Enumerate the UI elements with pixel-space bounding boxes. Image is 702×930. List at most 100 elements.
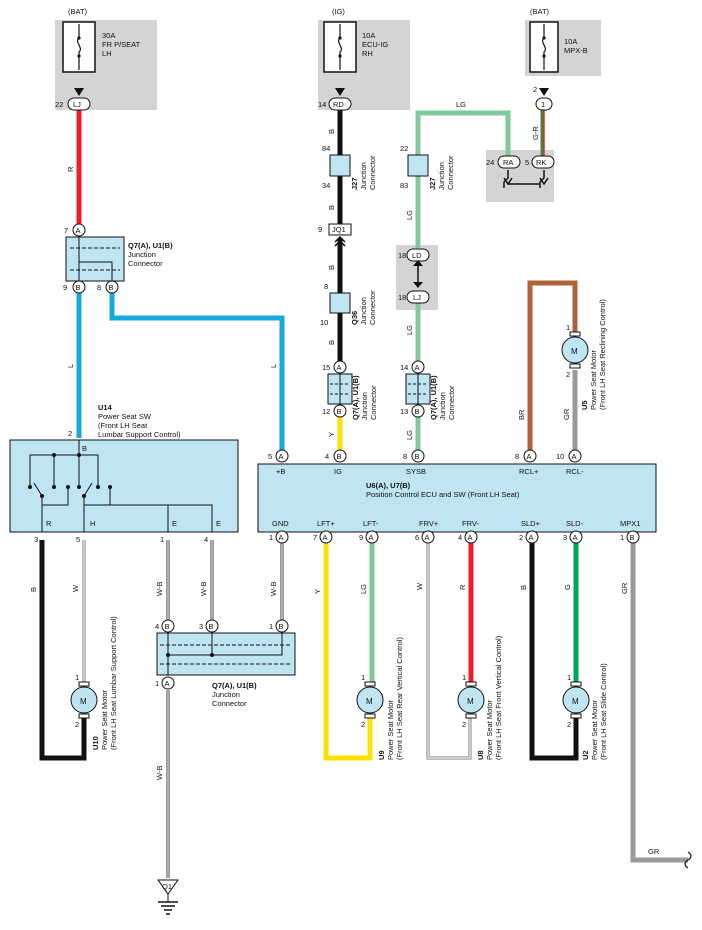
fuse-source: (IG) [332,7,345,16]
motor-description: (Front LH Seat Lumbar Support Control) [109,616,118,750]
svg-text:A: A [572,452,577,461]
motor-description: (Front LH Seat Front Vertical Control) [494,635,503,760]
svg-text:U14: U14 [98,403,113,412]
svg-text:A: A [337,363,342,372]
svg-text:B: B [415,452,420,461]
motor-name: Power Seat Motor [590,699,599,760]
motor-name: Power Seat Motor [485,699,494,760]
svg-text:LG: LG [359,584,368,594]
q7-top-connector: A 7 B 9 B 8 Q7(A), U1(B) Junction Connec… [63,223,173,294]
svg-text:2: 2 [519,533,523,542]
svg-text:4: 4 [325,452,329,461]
svg-text:GR: GR [648,847,660,856]
tag-rk: RK [536,158,546,167]
svg-text:G: G [563,584,572,590]
svg-text:FRV-: FRV- [462,519,479,528]
svg-text:10: 10 [320,318,328,327]
ecu-bottom-pins: GND LFT+ LFT- FRV+ FRV- SLD+ SLD- MPX1 A… [269,519,640,544]
svg-text:B: B [279,622,284,631]
svg-text:Q7(A), U1(B): Q7(A), U1(B) [128,241,173,250]
svg-text:B: B [82,444,87,453]
pin-5: 5 [525,158,529,167]
svg-text:7: 7 [64,226,68,235]
svg-text:Lumbar Support Control): Lumbar Support Control) [98,430,181,439]
tag-lj: LJ [73,100,81,109]
svg-text:1: 1 [269,622,273,631]
ld-lj-connector: LD 18 LJ 18 [398,248,430,304]
svg-text:4: 4 [155,622,159,631]
svg-text:2: 2 [68,429,72,438]
fuse-name: FR P/SEAT [102,40,141,49]
svg-text:A: A [323,533,328,542]
motor-id: U8 [476,750,485,760]
pin-22: 22 [55,100,63,109]
tag-ra: RA [503,158,513,167]
svg-text:1: 1 [269,533,273,542]
motor-name: Power Seat Motor [100,689,109,750]
svg-text:B: B [519,585,528,590]
fuse-amp: 10A [564,37,577,46]
svg-text:Connector: Connector [368,155,377,190]
svg-text:E: E [172,519,177,528]
motor-name: Power Seat Motor [589,349,598,410]
svg-text:Junction: Junction [438,392,447,420]
svg-text:LG: LG [456,100,466,109]
motor-pin-1: 1 [566,323,570,332]
fuse-block-ecu-ig: (IG) 10A ECU-IG RH [318,7,410,110]
svg-text:1: 1 [620,533,624,542]
motor-symbol: M [572,697,579,706]
svg-text:Connector: Connector [447,385,456,420]
wire-blue-plusb [109,292,285,452]
motor-pin-2: 2 [361,720,365,729]
svg-text:Junction: Junction [360,392,369,420]
wire-lg [415,110,511,160]
svg-text:A: A [573,533,578,542]
motor-pin-2: 2 [75,720,79,729]
fuse-block-mpx-b: (BAT) 10A MPX-B [525,7,601,76]
svg-text:15: 15 [322,363,330,372]
svg-text:5: 5 [268,452,272,461]
svg-text:8: 8 [97,283,101,292]
svg-text:Connector: Connector [368,290,377,325]
svg-text:LFT+: LFT+ [317,519,335,528]
svg-text:9: 9 [359,533,363,542]
svg-text:A: A [468,533,473,542]
motor-id: U5 [580,400,589,410]
q7-mid-right-connector: A 14 B 13 Q7(A), U1(B) Junction Connecto… [400,360,456,420]
pin-14: 14 [318,100,326,109]
wires [39,110,688,878]
svg-text:Q36: Q36 [350,311,359,325]
svg-text:8: 8 [403,452,407,461]
svg-text:GR: GR [620,582,629,594]
svg-text:U6(A), U7(B): U6(A), U7(B) [366,481,411,490]
svg-text:Y: Y [313,589,322,594]
svg-text:+B: +B [276,467,285,476]
j27-left-connector: 84 34 J27 Junction Connector [322,144,377,190]
pin-tags: LJ 22 RD 14 2 1 RA 24 RK 5 [55,85,555,188]
motor-icon [561,336,589,364]
svg-text:SYSB: SYSB [406,467,426,476]
wire-black-sld [529,540,579,761]
svg-text:B: B [337,452,342,461]
svg-text:Connector: Connector [212,699,247,708]
svg-text:W-B: W-B [269,582,278,596]
motor-pin-2: 2 [566,370,570,379]
svg-text:W-B: W-B [155,582,164,596]
svg-text:B: B [76,283,81,292]
svg-text:GND: GND [272,519,289,528]
svg-text:B: B [415,407,420,416]
svg-text:Y: Y [327,432,336,437]
motor-icon [562,686,590,714]
svg-text:R: R [66,166,75,172]
svg-text:A: A [527,452,532,461]
motor-pin-1: 1 [361,673,365,682]
svg-text:18: 18 [398,293,406,302]
svg-text:A: A [279,452,284,461]
